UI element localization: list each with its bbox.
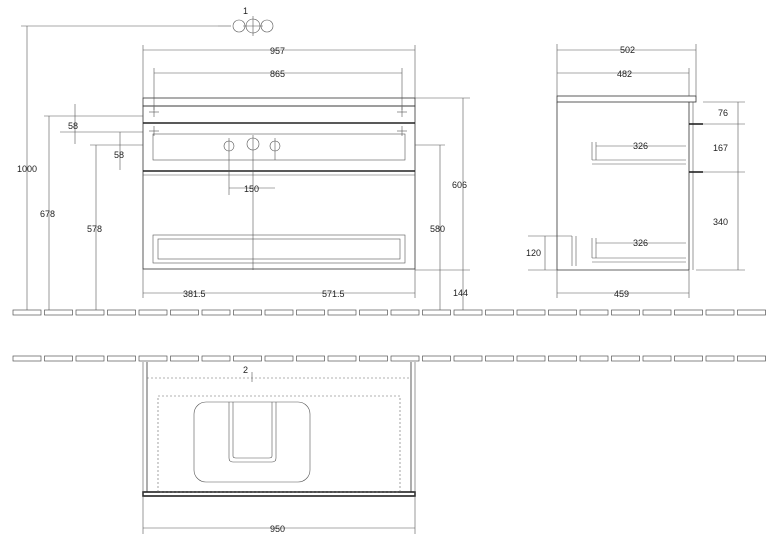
tile — [359, 355, 388, 362]
dim-height-340: 340 — [713, 217, 728, 227]
tile — [674, 309, 703, 316]
tile — [296, 309, 325, 316]
tap-symbol-callout: 1 — [218, 6, 274, 36]
tile — [107, 309, 136, 316]
dim-plan-width-950: 950 — [270, 524, 285, 534]
tile — [642, 355, 672, 362]
tile — [12, 355, 42, 362]
tile — [516, 355, 546, 362]
tile — [422, 355, 451, 362]
dim-margin-58-lower: 58 — [114, 150, 124, 160]
callout-2-label: 2 — [243, 365, 248, 375]
tile — [548, 309, 577, 316]
tile — [611, 309, 640, 316]
tile — [579, 355, 609, 362]
dim-height-76: 76 — [718, 108, 728, 118]
dim-depth-482: 482 — [617, 69, 632, 79]
dim-drawer-1-326: 326 — [633, 141, 648, 151]
dim-depth-459: 459 — [614, 289, 629, 299]
tile — [548, 355, 577, 362]
tile — [138, 309, 168, 316]
tile — [201, 309, 231, 316]
dim-height-120: 120 — [526, 248, 541, 258]
tile — [138, 355, 168, 362]
tile — [12, 309, 42, 316]
tile — [705, 355, 735, 362]
dim-height-606: 606 — [452, 180, 467, 190]
dim-width-957: 957 — [270, 46, 285, 56]
tile — [642, 309, 672, 316]
tile — [44, 355, 73, 362]
dim-left-381-5: 381.5 — [183, 289, 206, 299]
tile — [75, 355, 105, 362]
tile — [485, 355, 514, 362]
tile — [170, 355, 199, 362]
dim-margin-58-top: 58 — [68, 121, 78, 131]
floor-tiles-upper — [12, 309, 766, 316]
tile — [264, 355, 294, 362]
dim-height-578: 578 — [87, 224, 102, 234]
tile — [674, 355, 703, 362]
callout-1-label: 1 — [243, 6, 248, 16]
dim-height-678: 678 — [40, 209, 55, 219]
wall-tiles-lower — [12, 355, 766, 362]
tile — [422, 309, 451, 316]
tile — [44, 309, 73, 316]
tile — [75, 309, 105, 316]
tile — [737, 355, 766, 362]
tile — [390, 355, 420, 362]
tile — [453, 309, 483, 316]
dim-floor-gap-144: 144 — [453, 288, 468, 298]
tile — [611, 355, 640, 362]
tile — [170, 309, 199, 316]
dim-height-1000: 1000 — [17, 164, 37, 174]
dim-depth-502: 502 — [620, 45, 635, 55]
dim-right-571-5: 571.5 — [322, 289, 345, 299]
tile — [390, 309, 420, 316]
tile — [264, 309, 294, 316]
tile — [705, 309, 735, 316]
tile — [327, 309, 357, 316]
tile — [737, 309, 766, 316]
dim-height-167: 167 — [713, 143, 728, 153]
tile — [453, 355, 483, 362]
tile — [201, 355, 231, 362]
dim-drawer-2-326: 326 — [633, 238, 648, 248]
tile — [516, 309, 546, 316]
tile — [579, 309, 609, 316]
dim-height-580: 580 — [430, 224, 445, 234]
tile — [359, 309, 388, 316]
dim-width-865: 865 — [270, 69, 285, 79]
side-view: 326 326 502 482 459 76 167 340 — [526, 44, 745, 299]
tile — [233, 309, 262, 316]
plan-view: 2 950 — [142, 362, 416, 534]
tile — [327, 355, 357, 362]
tile — [485, 309, 514, 316]
tile — [107, 355, 136, 362]
dim-tap-spacing-150: 150 — [244, 184, 259, 194]
front-view: 957 865 150 381.5 571.5 1000 678 578 58 … — [17, 25, 470, 310]
tile — [296, 355, 325, 362]
tile — [233, 355, 262, 362]
